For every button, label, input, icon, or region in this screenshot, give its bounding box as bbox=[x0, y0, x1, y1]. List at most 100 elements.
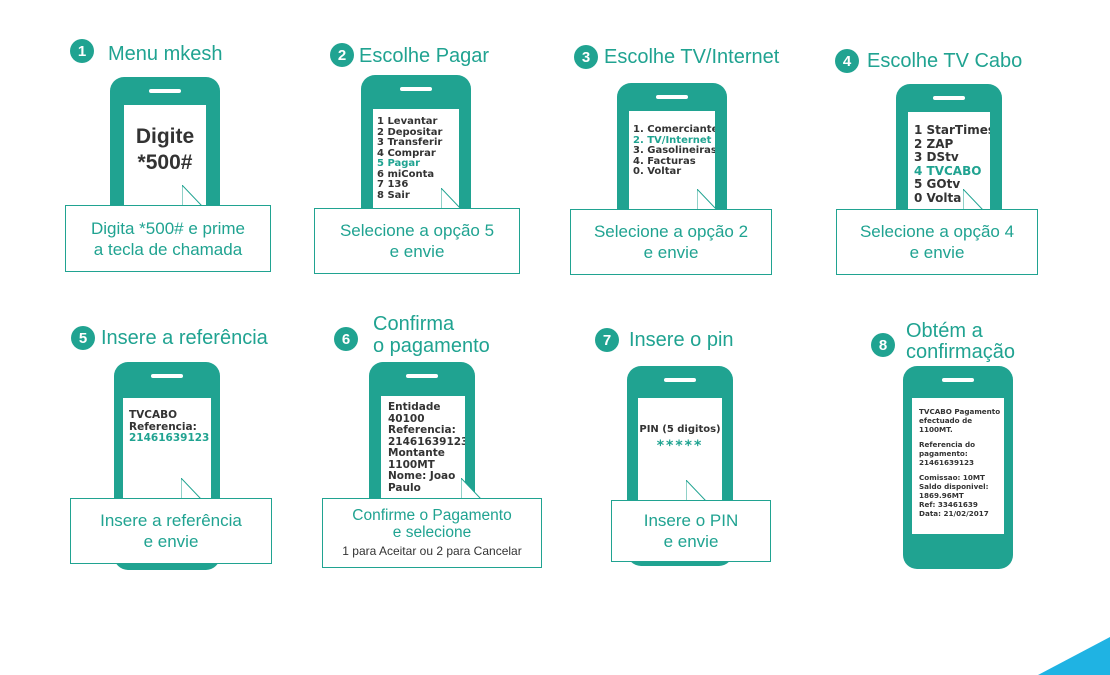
confirmation-line: Referencia do bbox=[919, 440, 976, 449]
menu-item-highlighted: 5 Pagar bbox=[377, 158, 421, 169]
step-6-bubble-small: 1 para Aceitar ou 2 para Cancelar bbox=[342, 544, 522, 558]
step-3-bubble-line-2: e envie bbox=[643, 243, 699, 262]
menu-item: Montante bbox=[388, 447, 445, 459]
step-2-title: Escolhe Pagar bbox=[359, 45, 490, 67]
step-6-title-line-1: Confirma bbox=[373, 313, 455, 335]
menu-item: 40100 bbox=[388, 412, 425, 425]
phone-speaker bbox=[664, 378, 696, 382]
step-8-title-line-1: Obtém a bbox=[906, 320, 983, 342]
confirmation-line: TVCABO Pagamento bbox=[919, 407, 1001, 416]
step-8-number: 8 bbox=[871, 333, 895, 357]
menu-item: 6 miConta bbox=[377, 168, 435, 180]
menu-item-highlighted: 2. TV/Internet bbox=[633, 134, 712, 146]
step-3-bubble: Selecione a opção 2 e envie bbox=[570, 189, 772, 275]
bubble-tail bbox=[461, 478, 481, 498]
step-1-bubble-line-1: Digita *500# e prime bbox=[90, 218, 246, 238]
menu-item: 21461639123 bbox=[388, 435, 465, 448]
menu-item: 2 ZAP bbox=[914, 136, 954, 151]
menu-item: Entidade bbox=[388, 401, 441, 413]
step-7-bubble-line-2: e envie bbox=[663, 532, 719, 551]
step-2-number: 2 bbox=[330, 43, 354, 67]
confirmation-line: Ref: 33461639 bbox=[919, 500, 978, 509]
bubble-tail bbox=[686, 480, 706, 500]
phone-speaker bbox=[942, 378, 974, 382]
step-4-bubble-line-2: e envie bbox=[909, 243, 965, 262]
menu-item-highlighted: 4 TVCABO bbox=[914, 163, 982, 178]
step-3-menu: 1. Comerciante 2. TV/Internet 3. Gasolin… bbox=[633, 124, 715, 178]
corner-decoration bbox=[1038, 637, 1110, 675]
step-7-bubble: Insere o PIN e envie bbox=[611, 480, 771, 562]
pin-mask: ***** bbox=[656, 438, 704, 454]
step-1-title: Menu mkesh bbox=[108, 43, 223, 65]
step-8-screen: TVCABO Pagamento efectuado de 1100MT. Re… bbox=[912, 398, 1004, 534]
bubble-tail bbox=[963, 189, 983, 209]
phone-speaker bbox=[933, 96, 965, 100]
bubble-tail bbox=[697, 189, 717, 209]
step-6-bubble-line-1: Confirme o Pagamento bbox=[352, 507, 512, 524]
bubble-tail bbox=[181, 478, 201, 498]
menu-item: 0 Volta bbox=[914, 190, 962, 205]
step-4-menu: 1 StarTimes 2 ZAP 3 DStv 4 TVCABO 5 GOtv… bbox=[914, 123, 990, 205]
step-7-number: 7 bbox=[595, 328, 619, 352]
step-7-title: Insere o pin bbox=[629, 329, 734, 351]
confirmation-line: pagamento: bbox=[919, 449, 968, 458]
step-2-bubble-line-1: Selecione a opção 5 bbox=[339, 221, 495, 240]
step-1-bubble: Digita *500# e prime a tecla de chamada bbox=[65, 185, 271, 272]
step-5-bubble-line-1: Insere a referência bbox=[100, 511, 242, 530]
menu-item: 3. Gasolineiras bbox=[633, 145, 715, 156]
confirmation-line: Comissao: 10MT bbox=[919, 473, 985, 482]
step-4-bubble-line-1: Selecione a opção 4 bbox=[859, 222, 1015, 241]
step-6-number: 6 bbox=[334, 327, 358, 351]
confirmation-text: TVCABO Pagamento efectuado de 1100MT. Re… bbox=[919, 407, 1000, 518]
step-5-bubble-line-2: e envie bbox=[143, 532, 199, 551]
menu-item: Nome: Joao bbox=[388, 470, 456, 482]
menu-item: 1. Comerciante bbox=[633, 124, 715, 135]
menu-item: 5 GOtv bbox=[914, 177, 961, 191]
menu-item: 3 Transferir bbox=[377, 137, 443, 148]
step-4-bubble: Selecione a opção 4 e envie bbox=[836, 189, 1038, 275]
menu-item: 0. Voltar bbox=[633, 166, 682, 177]
step-2-bubble-line-2: e envie bbox=[389, 242, 445, 261]
step-6-bubble: Confirme o Pagamento e selecione 1 para … bbox=[322, 478, 542, 568]
step-5-bubble: Insere a referência e envie bbox=[70, 478, 272, 564]
menu-item: 4. Facturas bbox=[633, 155, 696, 167]
step-5-title: Insere a referência bbox=[101, 327, 268, 349]
bubble-tail bbox=[182, 185, 202, 205]
step-1-screen: Digite *500# bbox=[124, 105, 206, 211]
confirmation-line: Data: 21/02/2017 bbox=[919, 509, 989, 518]
step-3-bubble-line-1: Selecione a opção 2 bbox=[593, 222, 749, 241]
step-1-number: 1 bbox=[70, 39, 94, 63]
phone-speaker bbox=[151, 374, 183, 378]
confirmation-line: 21461639123 bbox=[919, 458, 975, 467]
step-6-title-line-2: o pagamento bbox=[373, 335, 490, 357]
menu-item: Paulo bbox=[388, 481, 421, 494]
menu-item: 1 Levantar bbox=[377, 116, 438, 127]
menu-item: 3 DStv bbox=[914, 150, 959, 164]
bubble-tail bbox=[441, 188, 461, 208]
step-2-menu: 1 Levantar 2 Depositar 3 Transferir 4 Co… bbox=[377, 116, 443, 201]
confirmation-line: efectuado de bbox=[919, 416, 973, 425]
step-1-screen-line-1: Digite bbox=[135, 125, 195, 148]
phone-speaker bbox=[406, 374, 438, 378]
reference-number: 21461639123 bbox=[129, 432, 210, 444]
confirmation-line: Saldo disponivel: bbox=[919, 482, 989, 491]
step-3-title: Escolhe TV/Internet bbox=[604, 46, 780, 68]
step-4-title: Escolhe TV Cabo bbox=[867, 50, 1023, 72]
menu-item: Referencia: bbox=[129, 420, 197, 433]
step-1-bubble-line-2: a tecla de chamada bbox=[93, 239, 243, 259]
menu-item: 1 StarTimes bbox=[914, 123, 990, 137]
menu-item: Referencia: bbox=[388, 424, 456, 436]
step-3-number: 3 bbox=[574, 45, 598, 69]
step-4-number: 4 bbox=[835, 49, 859, 73]
step-2-bubble: Selecione a opção 5 e envie bbox=[314, 188, 520, 274]
step-7-screen: PIN (5 digitos) ***** bbox=[638, 398, 722, 518]
step-8-phone: TVCABO Pagamento efectuado de 1100MT. Re… bbox=[903, 366, 1013, 569]
menu-item: 2 Depositar bbox=[377, 126, 443, 138]
menu-item: 4 Comprar bbox=[377, 147, 436, 159]
phone-speaker bbox=[149, 89, 181, 93]
step-6-bubble-line-2: e selecione bbox=[392, 524, 472, 541]
phone-speaker bbox=[656, 95, 688, 99]
menu-item: 7 136 bbox=[377, 179, 409, 190]
step-8-title-line-2: confirmação bbox=[906, 341, 1015, 363]
step-7-bubble-line-1: Insere o PIN bbox=[643, 511, 739, 530]
